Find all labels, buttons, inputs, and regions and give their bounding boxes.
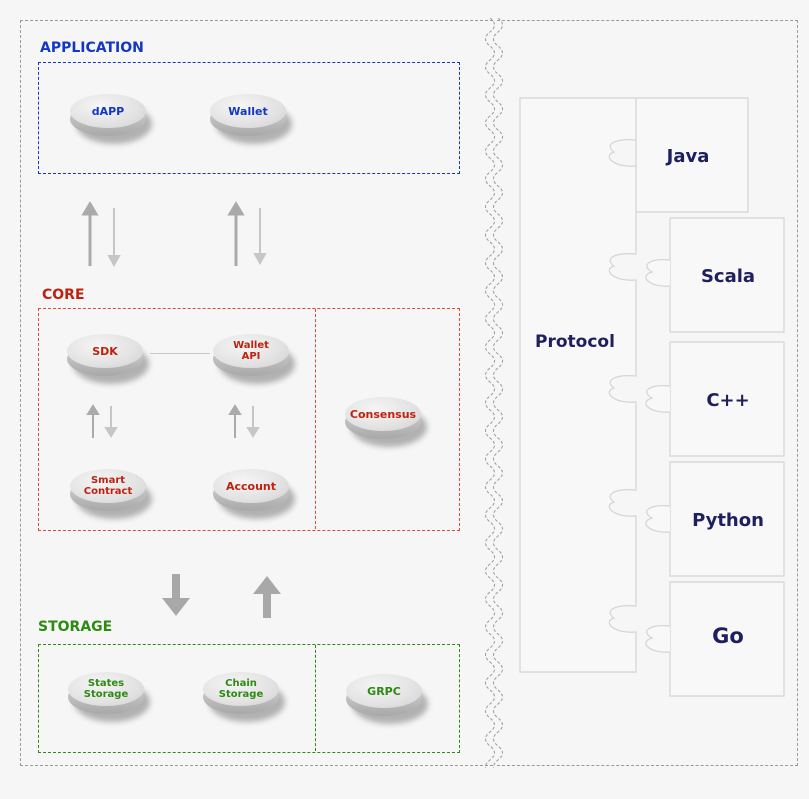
- storage-title: STORAGE: [38, 619, 113, 635]
- language-cpp: C++: [706, 390, 750, 411]
- states-storage-label: States Storage: [68, 672, 144, 706]
- storage-box: [38, 644, 460, 753]
- right-panel-frame: [497, 20, 798, 766]
- wavy-divider: [485, 18, 503, 768]
- consensus-node[interactable]: Consensus: [345, 397, 427, 447]
- account-node[interactable]: Account: [213, 469, 295, 519]
- core-box: [38, 308, 460, 531]
- application-box: [38, 62, 460, 174]
- language-go: Go: [712, 624, 744, 648]
- sdk-walletapi-connector: [150, 353, 210, 354]
- smart-contract-node[interactable]: Smart Contract: [70, 469, 152, 519]
- protocol-puzzle: [519, 97, 785, 697]
- sdk-label: SDK: [67, 334, 143, 368]
- states-storage-node[interactable]: States Storage: [68, 672, 150, 722]
- core-title: CORE: [42, 287, 85, 303]
- chain-storage-node[interactable]: Chain Storage: [203, 672, 285, 722]
- language-python: Python: [692, 510, 764, 531]
- dapp-node[interactable]: dAPP: [70, 94, 152, 144]
- wallet-label: Wallet: [210, 94, 286, 128]
- language-java: Java: [666, 146, 710, 167]
- core-small-arrows: [86, 404, 260, 438]
- sdk-node[interactable]: SDK: [67, 334, 149, 384]
- grpc-node[interactable]: GRPC: [346, 674, 428, 724]
- wallet-api-label: Wallet API: [213, 334, 289, 368]
- app-core-arrows: [81, 201, 267, 268]
- language-scala: Scala: [700, 266, 756, 287]
- account-label: Account: [213, 469, 289, 503]
- smart-contract-label: Smart Contract: [70, 469, 146, 503]
- protocol-label: Protocol: [535, 332, 615, 352]
- core-storage-arrows: [162, 574, 281, 618]
- wallet-api-node[interactable]: Wallet API: [213, 334, 295, 384]
- storage-divider: [315, 645, 316, 751]
- consensus-label: Consensus: [345, 397, 421, 431]
- wallet-node[interactable]: Wallet: [210, 94, 292, 144]
- application-title: APPLICATION: [40, 40, 144, 56]
- core-divider: [315, 309, 316, 529]
- left-panel-frame: [20, 20, 493, 766]
- chain-storage-label: Chain Storage: [203, 672, 279, 706]
- grpc-label: GRPC: [346, 674, 422, 708]
- dapp-label: dAPP: [70, 94, 146, 128]
